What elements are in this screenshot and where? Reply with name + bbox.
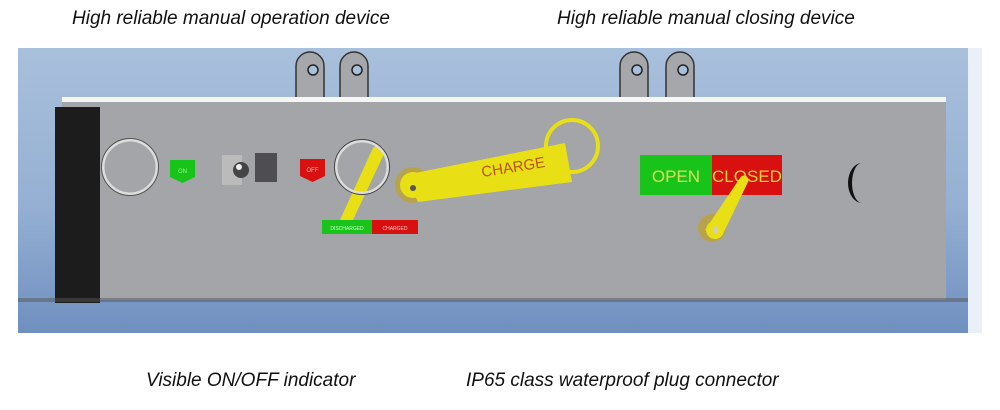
charge-lever bbox=[405, 143, 572, 202]
closing-handle bbox=[705, 175, 749, 236]
plug-connector-icon bbox=[848, 163, 862, 203]
housing-side-block bbox=[55, 107, 100, 303]
app-side-strip bbox=[968, 48, 982, 333]
housing-panel bbox=[62, 100, 946, 300]
bracket-2 bbox=[339, 51, 369, 107]
on-indicator-tag bbox=[170, 160, 195, 183]
housing-top-edge bbox=[62, 97, 946, 102]
off-tag-text: OFF bbox=[307, 168, 319, 174]
caption-waterproof-connector: IP65 class waterproof plug connector bbox=[466, 370, 779, 391]
bracket-4 bbox=[665, 51, 695, 107]
discharged-label-bg bbox=[322, 220, 372, 234]
spring-state-pointer bbox=[340, 145, 385, 222]
caption-manual-operation-device: High reliable manual operation device bbox=[72, 8, 390, 29]
ring-middle bbox=[334, 139, 390, 195]
bracket-1 bbox=[295, 51, 325, 101]
caption-on-off-indicator: Visible ON/OFF indicator bbox=[146, 370, 356, 391]
on-tag-text: ON bbox=[178, 169, 187, 175]
bracket-3 bbox=[619, 51, 649, 101]
switch-knob bbox=[233, 162, 249, 178]
charged-label-bg bbox=[372, 220, 418, 234]
switch-cover bbox=[255, 153, 277, 182]
open-label: OPEN bbox=[652, 167, 700, 186]
caption-manual-closing-device: High reliable manual closing device bbox=[557, 8, 855, 29]
off-indicator-tag bbox=[300, 159, 325, 182]
switch-base bbox=[222, 155, 242, 185]
discharged-label: DISCHARGED bbox=[330, 226, 364, 232]
charge-lever-ring bbox=[544, 118, 600, 174]
closed-label: CLOSED bbox=[712, 167, 782, 186]
mounting-brackets bbox=[295, 51, 695, 107]
ring-left bbox=[101, 138, 159, 196]
charged-label: CHARGED bbox=[382, 226, 407, 232]
open-label-bg bbox=[640, 155, 712, 195]
closed-label-bg bbox=[712, 155, 782, 195]
